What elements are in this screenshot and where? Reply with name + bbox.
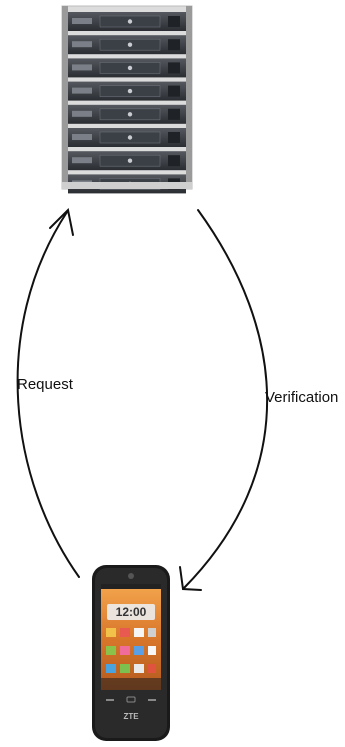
server-unit — [68, 128, 186, 147]
smartphone-icon — [92, 565, 170, 741]
verification-arrow — [179, 209, 269, 591]
server-rack-icon — [61, 5, 193, 194]
server-unit — [68, 104, 186, 124]
request-arrow — [16, 207, 80, 578]
app-grid — [106, 628, 156, 673]
server-unit — [68, 58, 186, 78]
server-unit — [68, 151, 186, 171]
request-label: Request — [17, 376, 73, 393]
server-unit — [68, 12, 186, 31]
server-unit — [68, 81, 186, 101]
verification-label: Verification — [265, 389, 339, 406]
phone-clock: 12:00 — [115, 605, 147, 619]
phone-brand: ZTE — [123, 712, 139, 721]
server-unit — [68, 35, 186, 55]
